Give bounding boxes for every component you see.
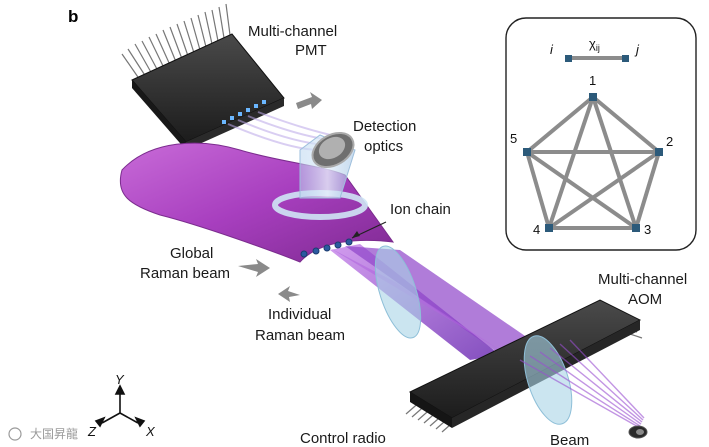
panel-label: b [68,7,78,26]
graph-node-3 [632,224,640,232]
axis-y-label: Y [115,372,125,387]
axis-z-label: Z [87,424,97,439]
pmt-channels [222,100,266,124]
coupling-end-j: j [634,42,640,57]
coupling-node-i [565,55,572,62]
graph-node-1 [589,93,597,101]
pmt-label-line2: PMT [295,42,327,59]
watermark-text: 大国昇龍 [30,426,78,441]
coupling-graph-inset: χij i j 1 2 3 4 5 [505,17,697,251]
pmt-label-line1: Multi-channel [248,23,337,40]
detection-label-line2: optics [364,138,403,155]
ion-chain-label: Ion chain [390,201,451,218]
ion-chain [300,238,353,258]
graph-node-label-2: 2 [666,134,673,149]
detection-optics [272,131,368,220]
beam-source [628,425,648,439]
detection-label-line1: Detection [353,118,416,135]
graph-node-2 [655,148,663,156]
coupling-end-i: i [550,42,554,57]
pmt-chip [121,3,285,150]
pmt-arrow [296,92,322,109]
ion-chain-pointer-head [352,231,360,238]
graph-node-5 [523,148,531,156]
graph-nodes [523,93,663,232]
graph-node-4 [545,224,553,232]
graph-node-label-4: 4 [533,222,540,237]
individual-beam-label-line1: Individual [268,306,331,323]
coupling-node-j [622,55,629,62]
graph-node-label-1: 1 [589,73,596,88]
beam-label-partial: Beam [550,432,589,447]
coupling-symbol: χij [589,36,600,53]
global-beam-label-line1: Global [170,245,213,262]
pmt-pins [121,3,231,81]
individual-raman-arrow [278,286,300,302]
aom-output-beams [519,339,645,429]
aom-label-line1: Multi-channel [598,271,687,288]
individual-beam-label-line2: Raman beam [255,327,345,344]
aom-label-line2: AOM [628,291,662,308]
graph-node-label-5: 5 [510,131,517,146]
graph-node-label-3: 3 [644,222,651,237]
aom-lens [523,335,573,425]
relay-lens [374,245,422,339]
global-beam-label-line2: Raman beam [140,265,230,282]
watermark: 大国昇龍 [8,426,78,441]
graph-edges [525,95,661,230]
control-radio-label: Control radio [300,430,386,447]
coordinate-axes [94,384,146,428]
axis-x-label: X [145,424,156,439]
global-raman-arrow [238,259,270,277]
